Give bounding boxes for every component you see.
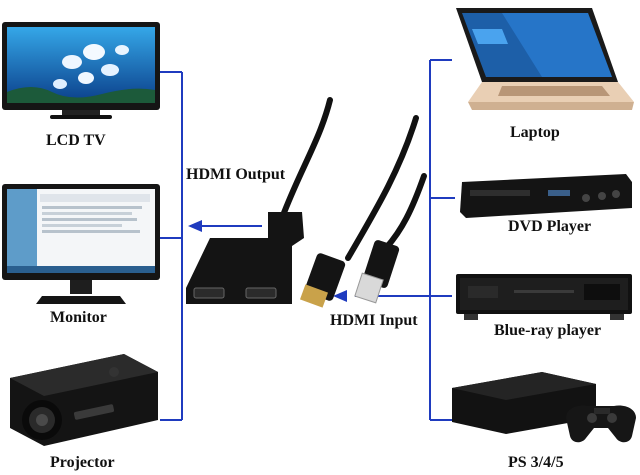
blu-ray-player — [454, 270, 634, 324]
monitor-label: Monitor — [50, 309, 107, 326]
dvd-player — [456, 172, 632, 220]
game-console-icon — [452, 372, 636, 443]
input-arrow — [333, 290, 347, 302]
game-console-label: PS 3/4/5 — [508, 454, 564, 471]
output-arrow — [188, 220, 202, 232]
hdmi-input-label: HDMI Input — [330, 312, 418, 329]
blu-ray-player-label: Blue-ray player — [494, 322, 602, 339]
hdmi-splitter — [180, 90, 440, 320]
laptop-label: Laptop — [510, 124, 560, 141]
dvd-player-icon — [460, 174, 632, 218]
dvd-player-label: DVD Player — [508, 218, 592, 235]
hdmi-output-label: HDMI Output — [186, 166, 286, 183]
monitor-icon — [2, 184, 160, 304]
lcd-tv-label: LCD TV — [46, 132, 106, 149]
laptop — [442, 4, 638, 116]
blu-ray-player-icon — [456, 274, 632, 320]
projector — [4, 350, 160, 450]
hdmi-splitter-cable-icon — [186, 97, 427, 308]
laptop-icon — [456, 8, 634, 110]
game-console — [446, 368, 636, 446]
monitor — [2, 184, 160, 306]
lcd-tv — [2, 22, 160, 120]
projector-label: Projector — [50, 454, 115, 471]
projector-icon — [10, 354, 158, 446]
lcd-tv-icon — [2, 22, 160, 119]
